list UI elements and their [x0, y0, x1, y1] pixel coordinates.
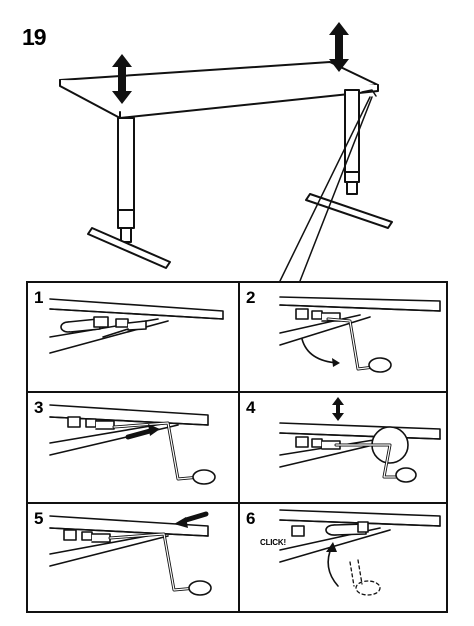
height-arrow-right [329, 22, 349, 72]
height-arrow-small [332, 397, 344, 421]
grid-divider-horizontal [28, 502, 446, 504]
step-6-illustration [279, 509, 441, 596]
step-panel-4: 4 [240, 393, 449, 502]
step-number: 4 [246, 398, 256, 417]
steps-grid: 1 2 [26, 281, 448, 613]
grid-divider-horizontal [28, 391, 446, 393]
page-number: 19 [22, 24, 47, 50]
front-leg [87, 117, 171, 269]
step-number: 2 [246, 288, 256, 307]
step-panel-6: 6 CLICK! [240, 504, 449, 613]
step-1-illustration [49, 298, 224, 354]
grid-divider-vertical [238, 283, 240, 611]
step-panel-3: 3 [28, 393, 237, 502]
step-panel-1: 1 [28, 283, 237, 392]
step-number: 5 [34, 509, 44, 528]
tabletop [59, 61, 379, 119]
click-callout: CLICK! [260, 538, 286, 547]
crank-ghost [349, 559, 381, 596]
step-5-illustration [49, 511, 212, 596]
step-panel-2: 2 [240, 283, 449, 392]
desk-overview-illustration [59, 22, 393, 282]
step-number: 1 [34, 288, 44, 307]
back-leg [305, 89, 393, 229]
step-3-illustration [49, 404, 216, 485]
step-4-illustration [279, 397, 441, 483]
height-arrow-left [112, 54, 132, 104]
step-2-illustration [279, 296, 441, 373]
step-panel-5: 5 [28, 504, 237, 613]
step-number: 3 [34, 398, 44, 417]
step-number: 6 [246, 509, 256, 528]
callout-lines [279, 96, 373, 282]
